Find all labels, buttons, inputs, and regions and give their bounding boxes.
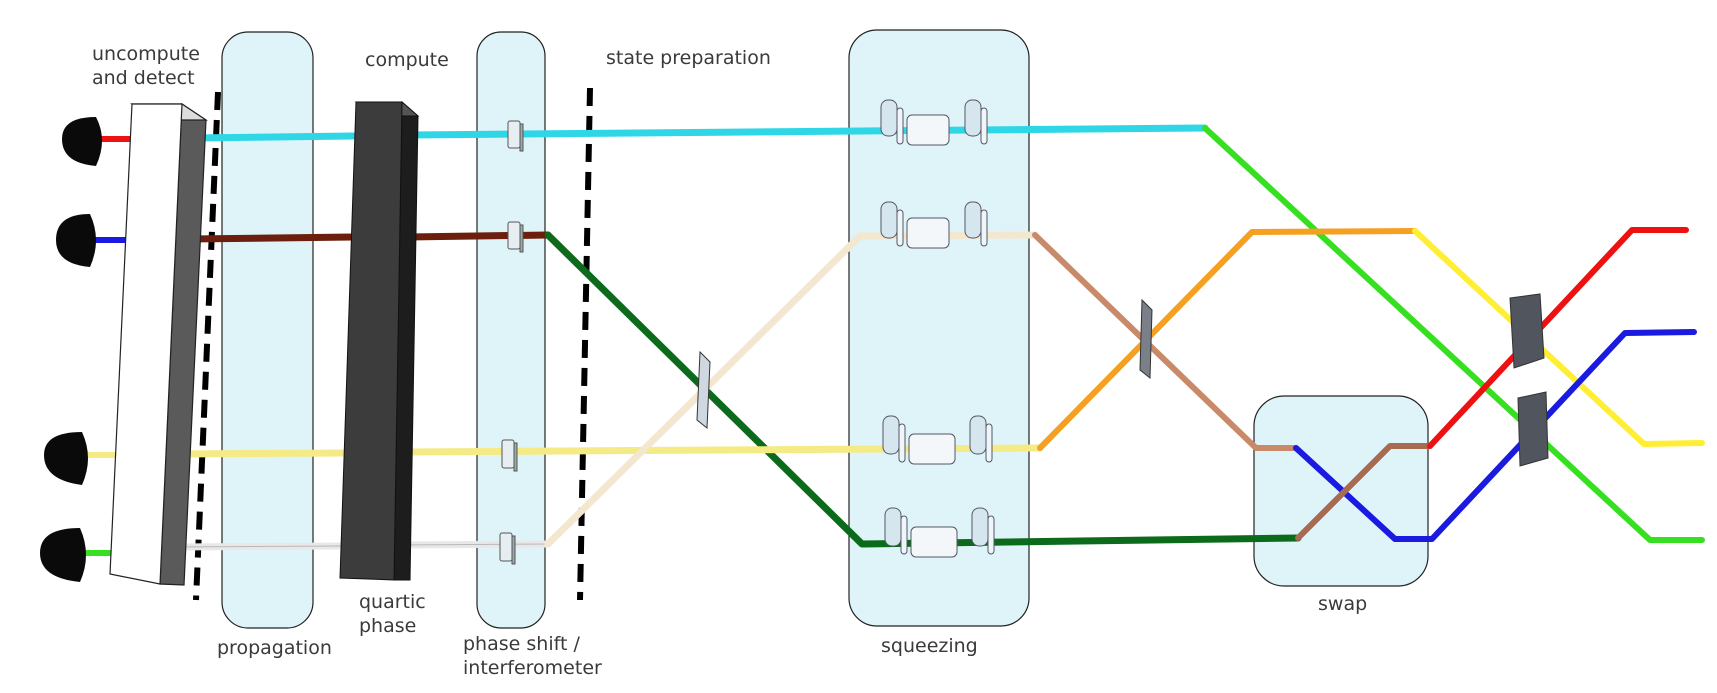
phase-shift-label: phase shift / interferometer [463, 632, 602, 680]
squeezer-icon [884, 507, 995, 558]
uncompute-detect-label: uncompute and detect [92, 42, 200, 90]
phase-shifter-icon [507, 221, 524, 253]
detector-icon [62, 117, 102, 166]
squeezers [880, 99, 995, 558]
beam-splitter-icon [696, 350, 711, 430]
squeezer-icon [880, 201, 988, 249]
beam-red-swap [1427, 227, 1689, 449]
beam-splitters [696, 293, 1549, 467]
beam-green-mode-1-out [1202, 125, 1705, 543]
separator-right [577, 87, 593, 601]
squeezer-icon [880, 99, 988, 146]
state-preparation-label: state preparation [606, 47, 771, 69]
beams [69, 124, 1705, 556]
beam-splitter-icon [1517, 391, 1549, 467]
beam-splitter-icon [1139, 298, 1153, 380]
compute-label: compute [365, 49, 449, 71]
beam-light-brown-mode-4 [1032, 232, 1299, 451]
squeezing-label: squeezing [881, 635, 978, 657]
phase-shifter-icon [499, 532, 516, 565]
beam-splitter-icon [1509, 293, 1545, 369]
beam-orange-mode-3 [1037, 228, 1418, 451]
phase-shift-line-1: phase shift / [463, 633, 580, 655]
beam-blue-swap [1293, 329, 1697, 542]
squeezer-icon [882, 415, 993, 465]
separator-left [193, 91, 221, 601]
compute-block-face [339, 101, 403, 581]
uncompute-detect-line-2: and detect [92, 67, 195, 89]
beam-bright-yellow-mode-3 [1412, 228, 1705, 447]
beam-white-outline-mode-4 [172, 543, 549, 548]
uncompute-block [109, 102, 208, 586]
detector-icon [40, 528, 86, 582]
uncompute-detect-line-1: uncompute [92, 43, 200, 65]
squeezing-panel [848, 29, 1030, 627]
beam-dark-green-mode-2 [544, 231, 1302, 548]
detector-icon [44, 432, 88, 485]
phase-shifter-icon [501, 439, 518, 472]
propagation-label: propagation [217, 637, 332, 659]
detectors [40, 117, 102, 582]
beam-brown-mode-2 [186, 231, 552, 243]
quartic-phase-line-2: phase [359, 615, 417, 637]
swap-label: swap [1318, 593, 1368, 615]
phase-shifters [499, 120, 524, 565]
quartic-phase-label: quartic phase [359, 590, 426, 638]
detector-icon [56, 214, 96, 267]
beam-mid-brown-swap [1295, 443, 1433, 541]
phase-shift-line-2: interferometer [463, 657, 602, 679]
phase-shifter-icon [507, 120, 524, 152]
phase-shift-panel [476, 31, 546, 629]
uncompute-block-face [109, 103, 183, 585]
propagation-panel [221, 31, 314, 629]
quartic-phase-line-1: quartic [359, 591, 426, 613]
compute-block [339, 100, 420, 581]
beam-cyan-mode-1 [188, 124, 1209, 142]
